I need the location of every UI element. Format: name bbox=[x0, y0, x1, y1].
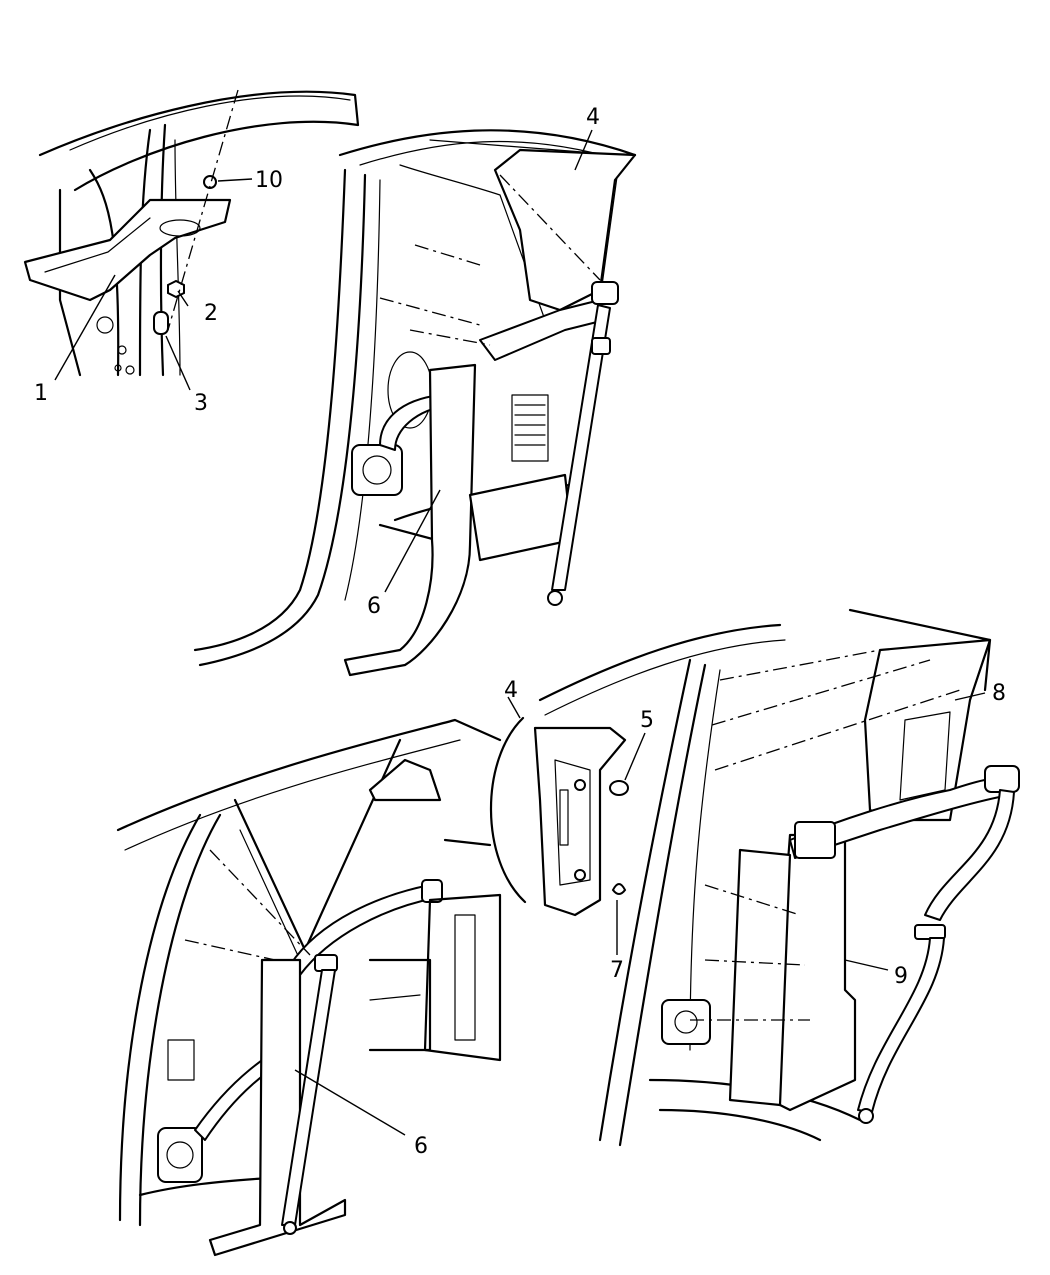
part-4-detail-trim bbox=[533, 726, 627, 917]
callout-10: 10 bbox=[255, 168, 283, 193]
d-ring-rear bbox=[984, 765, 1020, 793]
view-rear-quarter bbox=[538, 608, 1020, 1147]
callout-6-top: 6 bbox=[367, 594, 381, 619]
callout-6-bottom: 6 bbox=[414, 1134, 428, 1159]
callout-4-top: 4 bbox=[586, 105, 600, 130]
callout-8: 8 bbox=[992, 681, 1006, 706]
callout-4-center: 4 bbox=[504, 678, 518, 703]
part-8-quarter-trim bbox=[863, 638, 992, 822]
d-ring-upper bbox=[591, 281, 619, 305]
retractor-rear bbox=[661, 999, 711, 1045]
retractor-front bbox=[351, 444, 403, 496]
part-5-clip bbox=[609, 780, 629, 796]
part-7-clip bbox=[611, 883, 627, 895]
retractor-lower-left bbox=[157, 1127, 203, 1183]
callout-5: 5 bbox=[640, 708, 654, 733]
part-6-b-pillar-trim bbox=[208, 958, 347, 1257]
callout-1: 1 bbox=[34, 381, 48, 406]
callout-7: 7 bbox=[610, 958, 624, 983]
view-a-pillar-detail bbox=[23, 89, 360, 377]
callouts: 1 2 3 4 4 5 6 6 7 8 9 10 bbox=[34, 105, 1006, 1159]
callout-2: 2 bbox=[204, 301, 218, 326]
part-3-spacer bbox=[153, 311, 169, 335]
part-1-upper-trim bbox=[23, 198, 232, 302]
view-b-pillar-interior bbox=[116, 718, 502, 1257]
view-b-pillar-front bbox=[193, 129, 637, 677]
part-4-lower-left-trim bbox=[368, 758, 442, 802]
callout-3: 3 bbox=[194, 391, 208, 416]
part-6-lower-trim bbox=[343, 363, 477, 677]
callout-9: 9 bbox=[894, 964, 908, 989]
view-trim-4-detail bbox=[443, 716, 629, 917]
d-ring-lower-left bbox=[421, 879, 443, 903]
leader-lines bbox=[54, 129, 986, 1136]
